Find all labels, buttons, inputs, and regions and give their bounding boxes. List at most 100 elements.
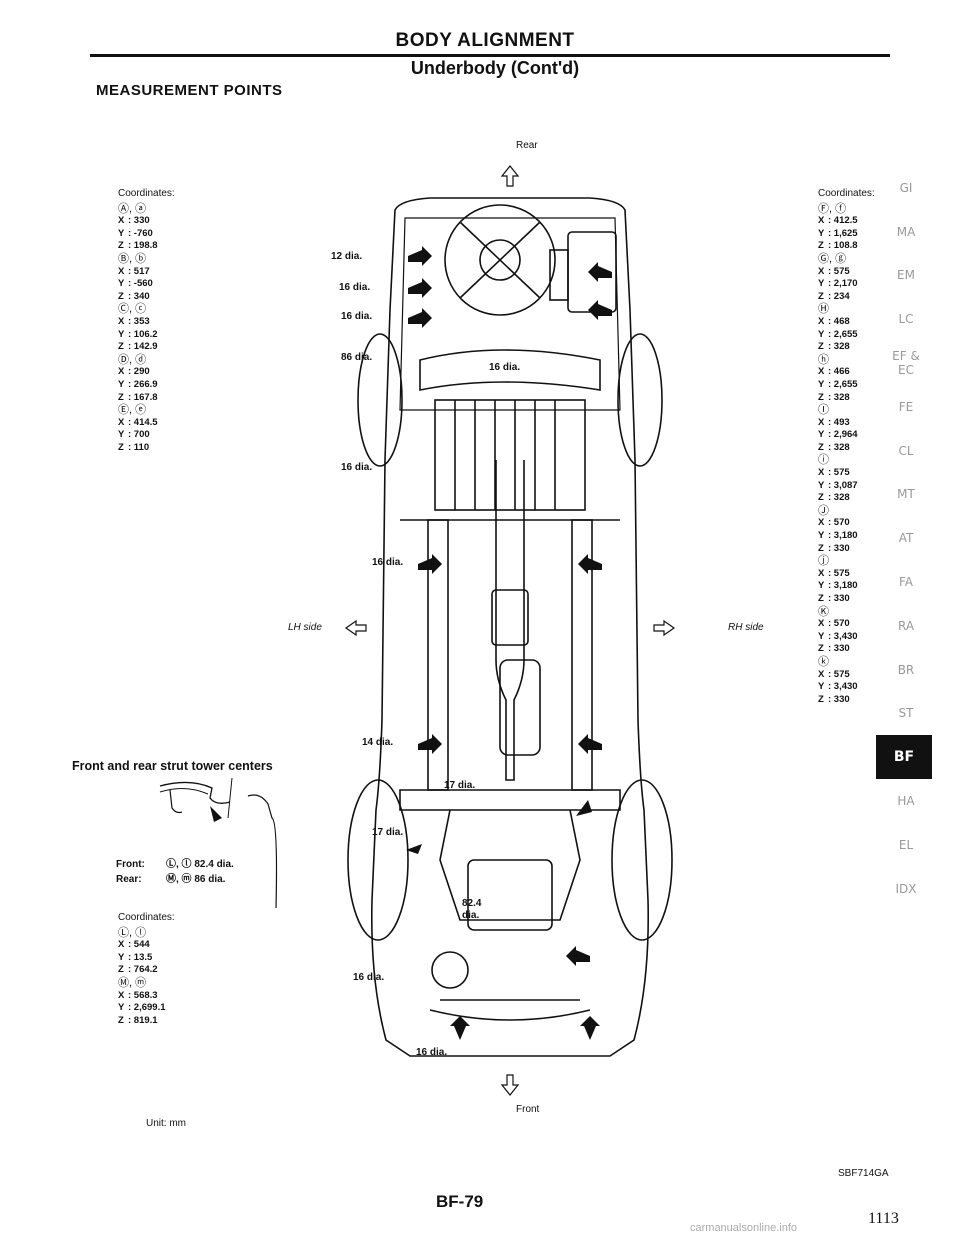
coord-x: X: 290 xyxy=(118,366,150,378)
front-label: Front xyxy=(516,1104,540,1115)
tab-el[interactable]: EL xyxy=(898,837,914,852)
coord-z: Z: 234 xyxy=(818,290,850,302)
coord-y: Y: 2,964 xyxy=(818,429,858,441)
coord-z: Z: 110 xyxy=(118,441,150,453)
coord-x: X: 575 xyxy=(818,265,850,277)
coord-z: Z: 340 xyxy=(118,290,150,302)
coord-x: X: 330 xyxy=(118,215,150,227)
header-rule xyxy=(90,54,890,57)
coord-z: Z: 198.8 xyxy=(118,240,158,252)
tab-ha[interactable]: HA xyxy=(897,794,915,809)
coord-z: Z: 328 xyxy=(818,341,850,353)
coord-x: X: 414.5 xyxy=(118,416,158,428)
tab-lc[interactable]: LC xyxy=(898,312,914,327)
coord-z: Z: 819.1 xyxy=(118,1014,158,1026)
strut-rear-label: Rear: xyxy=(116,874,142,885)
coord-z: Z: 142.9 xyxy=(118,341,158,353)
coord-x: X: 468 xyxy=(818,315,850,327)
label-i-dia: 16 dia. xyxy=(341,311,373,322)
coordinates-title: Coordinates: xyxy=(118,912,175,923)
coord-z: Z: 330 xyxy=(818,643,850,655)
tab-at[interactable]: AT xyxy=(898,531,914,546)
tab-em[interactable]: EM xyxy=(897,268,915,283)
coord-points: Ⓖ, ⓖ xyxy=(818,252,847,265)
tab-ef-ec[interactable]: EF & EC xyxy=(892,349,920,378)
coord-x: X: 575 xyxy=(818,467,850,479)
coord-points: Ⓛ, ⓛ xyxy=(118,926,147,939)
page-subtitle: Underbody (Cont'd) xyxy=(410,58,580,78)
underbody-diagram xyxy=(344,165,676,1096)
coord-x: X: 517 xyxy=(118,265,150,277)
tab-ma[interactable]: MA xyxy=(896,224,916,239)
coord-points: Ⓗ xyxy=(818,303,829,316)
coord-y: Y: 2,655 xyxy=(818,328,858,340)
coord-y: Y: 3,087 xyxy=(818,479,858,491)
section-title: MEASUREMENT POINTS xyxy=(96,82,283,99)
tab-fe[interactable]: FE xyxy=(898,399,914,414)
coord-z: Z: 328 xyxy=(818,441,850,453)
coord-y: Y: 3,430 xyxy=(818,681,858,693)
label-e-dia: 14 dia. xyxy=(362,737,394,748)
watermark: carmanualsonline.info xyxy=(690,1222,798,1234)
coord-points: Ⓕ, ⓕ xyxy=(818,202,847,215)
coord-y: Y: 3,430 xyxy=(818,630,858,642)
rear-arrow xyxy=(500,165,520,187)
coord-x: X: 575 xyxy=(818,567,850,579)
tab-br[interactable]: BR xyxy=(897,662,915,677)
strut-section-title: Front and rear strut tower centers xyxy=(72,759,273,773)
coord-y: Y: 2,699.1 xyxy=(118,1002,166,1014)
label-l-dia-unit: dia. xyxy=(462,910,480,921)
coord-points: ⓗ xyxy=(818,353,829,366)
coord-y: Y: 2,170 xyxy=(818,278,858,290)
label-b-dia: 16 dia. xyxy=(353,972,385,983)
tab-st[interactable]: ST xyxy=(898,706,914,721)
label-h-dia: 16 dia. xyxy=(489,362,521,373)
label-a-dia: 16 dia. xyxy=(416,1047,448,1058)
strut-rear-points: Ⓜ, ⓜ 86 dia. xyxy=(166,874,226,885)
coord-y: Y: 2,655 xyxy=(818,378,858,390)
coord-z: Z: 328 xyxy=(818,492,850,504)
coord-points: Ⓔ, ⓔ xyxy=(118,404,147,417)
page-title: BODY ALIGNMENT xyxy=(395,30,575,51)
coord-y: Y: 13.5 xyxy=(118,951,153,963)
coord-points: Ⓓ, ⓓ xyxy=(118,353,147,366)
strut-tower-sketch xyxy=(159,778,278,909)
coord-y: Y: 106.2 xyxy=(118,328,158,340)
tab-gi[interactable]: GI xyxy=(899,180,913,195)
section-tabs: GI MA EM LC EF & EC FE CL MT AT FA RA BR ST BF HA EL IDX xyxy=(876,166,936,911)
coord-y: Y: -760 xyxy=(118,227,153,239)
coord-z: Z: 330 xyxy=(818,542,850,554)
coord-y: Y: 3,180 xyxy=(818,580,858,592)
tab-idx[interactable]: IDX xyxy=(895,881,917,896)
tab-mt[interactable]: MT xyxy=(897,487,915,502)
coord-points: Ⓒ, ⓒ xyxy=(118,303,147,316)
coord-points: ⓙ xyxy=(818,555,829,568)
tab-cl[interactable]: CL xyxy=(898,443,914,458)
tab-fa[interactable]: FA xyxy=(898,575,913,590)
coord-z: Z: 108.8 xyxy=(818,240,858,252)
label-k-dia: 12 dia. xyxy=(331,251,363,262)
coord-z: Z: 764.2 xyxy=(118,964,158,976)
coord-y: Y: 266.9 xyxy=(118,378,158,390)
coord-points: ⓘ xyxy=(818,454,829,467)
coord-x: X: 568.3 xyxy=(118,989,158,1001)
coord-z: Z: 167.8 xyxy=(118,391,158,403)
strut-front-points: Ⓛ, ⓛ 82.4 dia. xyxy=(166,859,234,870)
coord-points: Ⓐ, ⓐ xyxy=(118,202,147,215)
unit-label: Unit: mm xyxy=(146,1118,186,1129)
coord-y: Y: 700 xyxy=(118,429,150,441)
strut-front-label: Front: xyxy=(116,859,145,870)
strut-legend: Front: Ⓛ, ⓛ 82.4 dia. Rear: Ⓜ, ⓜ 86 dia. xyxy=(116,857,234,887)
tab-bf[interactable]: BF xyxy=(876,735,932,780)
coord-y: Y: 3,180 xyxy=(818,530,858,542)
figure-code: SBF714GA xyxy=(838,1168,889,1179)
coord-z: Z: 328 xyxy=(818,391,850,403)
rh-side-label: RH side xyxy=(728,622,764,633)
coordinates-title: Coordinates: xyxy=(118,188,175,199)
tab-ra[interactable]: RA xyxy=(897,618,915,633)
coord-x: X: 575 xyxy=(818,668,850,680)
rear-label: Rear xyxy=(516,140,538,151)
label-g-dia: 16 dia. xyxy=(341,462,373,473)
